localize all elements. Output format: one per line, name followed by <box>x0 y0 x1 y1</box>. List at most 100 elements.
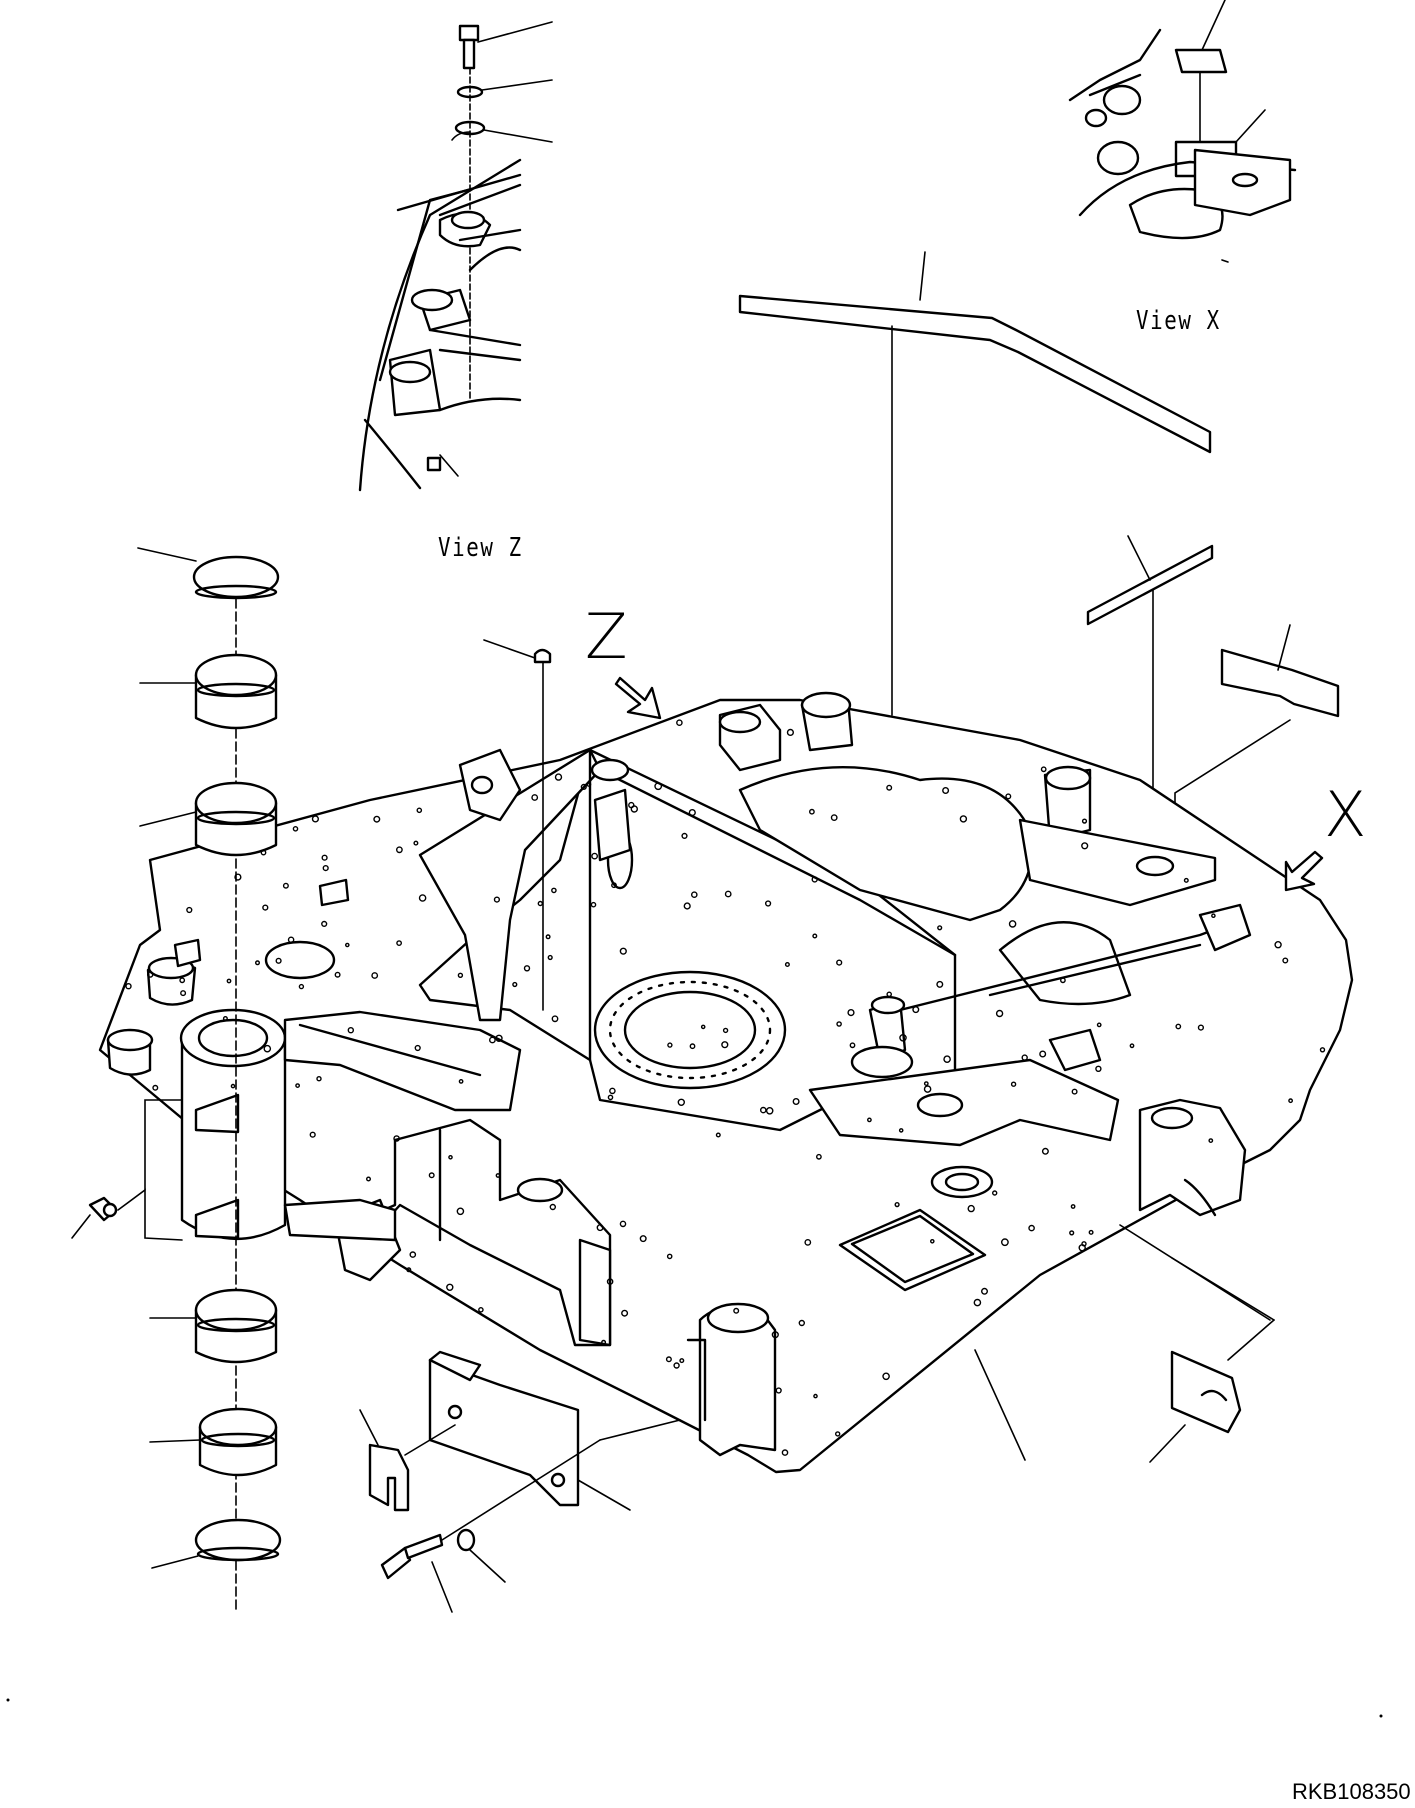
frame-hole <box>347 1026 354 1034</box>
frame-hole <box>1071 1088 1078 1095</box>
frame-hole <box>1078 1244 1086 1252</box>
frame-hole <box>488 1036 496 1044</box>
frame-hole <box>619 1220 627 1228</box>
frame-hole <box>967 1204 975 1213</box>
frame-hole <box>416 807 423 814</box>
frame-hole <box>586 781 592 787</box>
frame-hole <box>1069 1230 1075 1236</box>
frame-hole <box>580 783 587 791</box>
frame-hole <box>125 983 132 990</box>
frame-hole <box>992 1190 998 1196</box>
frame-hole <box>222 1016 228 1022</box>
frame-hole-dots <box>125 719 1326 1456</box>
frame-hole <box>836 1021 842 1027</box>
frame-hole <box>1028 1224 1035 1232</box>
frame-hole <box>1282 957 1289 964</box>
frame-hole <box>152 1084 159 1091</box>
frame-hole <box>760 1106 767 1114</box>
frame-hole <box>867 1117 872 1123</box>
view-z-detail <box>358 21 553 492</box>
frame-hole <box>847 1008 855 1017</box>
frame-hole <box>457 972 464 978</box>
frame-hole <box>295 1083 300 1089</box>
frame-hole <box>321 854 328 861</box>
frame-hole <box>683 902 691 910</box>
center-bolt <box>483 639 552 1011</box>
frame-hole <box>551 1015 559 1023</box>
frame-hole <box>409 1251 417 1258</box>
frame-hole <box>722 1027 729 1034</box>
frame-hole <box>937 925 943 931</box>
frame-hole <box>724 890 732 898</box>
frame-hole <box>1041 1147 1049 1155</box>
view-z-arrow-icon <box>614 676 662 720</box>
view-x-arrow-icon <box>1284 850 1324 892</box>
frame-hole <box>1021 1054 1028 1061</box>
frame-hole <box>882 1372 890 1381</box>
frame-hole <box>667 1042 673 1048</box>
frame-hole <box>413 840 419 846</box>
frame-hole <box>673 1362 680 1369</box>
frame-hole <box>523 965 531 972</box>
frame-hole <box>886 991 893 998</box>
frame-hole <box>677 1098 685 1107</box>
frame-hole <box>1039 1050 1047 1058</box>
main-revolving-frame <box>98 691 1354 1474</box>
corner-speck <box>1379 1714 1383 1718</box>
frame-hole <box>591 852 598 860</box>
frame-hole <box>260 849 267 856</box>
frame-hole <box>1010 1081 1017 1087</box>
frame-hole <box>898 1128 904 1133</box>
frame-hole <box>609 1087 616 1095</box>
frame-hole <box>495 1173 501 1178</box>
leader-line <box>1119 1224 1271 1321</box>
frame-hole <box>1001 1238 1009 1247</box>
frame-hole <box>611 882 617 889</box>
frame-hole <box>180 990 187 997</box>
frame-hole <box>621 1309 629 1317</box>
frame-hole <box>601 1339 607 1345</box>
frame-hole <box>512 981 518 988</box>
frame-hole <box>1081 818 1088 824</box>
frame-hole <box>414 1044 421 1052</box>
frame-hole <box>973 1298 982 1307</box>
frame-hole <box>298 983 305 990</box>
frame-hole <box>912 1006 920 1014</box>
frame-hole <box>792 1097 800 1105</box>
frame-hole <box>809 808 815 815</box>
frame-hole <box>179 977 186 984</box>
frame-hole <box>1211 913 1216 919</box>
corner-speck <box>6 1698 10 1702</box>
frame-hole <box>816 1153 822 1160</box>
main-frame-leader <box>974 1349 1026 1461</box>
frame-hole <box>292 826 299 832</box>
frame-hole <box>186 906 193 914</box>
frame-hole <box>545 934 551 940</box>
frame-hole <box>549 1203 556 1211</box>
frame-hole <box>309 1131 316 1138</box>
frame-hole <box>781 1449 789 1456</box>
frame-hole <box>1208 1138 1214 1144</box>
frame-hole <box>886 784 893 791</box>
frame-hole <box>798 1319 805 1327</box>
frame-hole <box>1060 977 1066 984</box>
frame-hole <box>446 1283 454 1292</box>
frame-hole <box>1095 1065 1102 1073</box>
swing-post-bushings <box>137 547 282 1611</box>
frame-hole <box>733 1307 740 1314</box>
frame-hole <box>373 815 381 823</box>
frame-hole <box>531 794 539 801</box>
frame-hole <box>1005 793 1012 800</box>
view-x-detail <box>1068 0 1297 263</box>
frame-hole <box>1129 1043 1135 1049</box>
frame-hole <box>316 1075 322 1082</box>
frame-hole <box>371 972 379 979</box>
frame-hole <box>943 1055 951 1063</box>
frame-hole <box>606 1278 614 1285</box>
frame-hole <box>1197 1024 1205 1031</box>
frame-hole <box>639 1235 647 1243</box>
frame-hole <box>836 959 843 966</box>
frame-hole <box>995 1009 1004 1018</box>
frame-hole <box>930 1239 935 1244</box>
